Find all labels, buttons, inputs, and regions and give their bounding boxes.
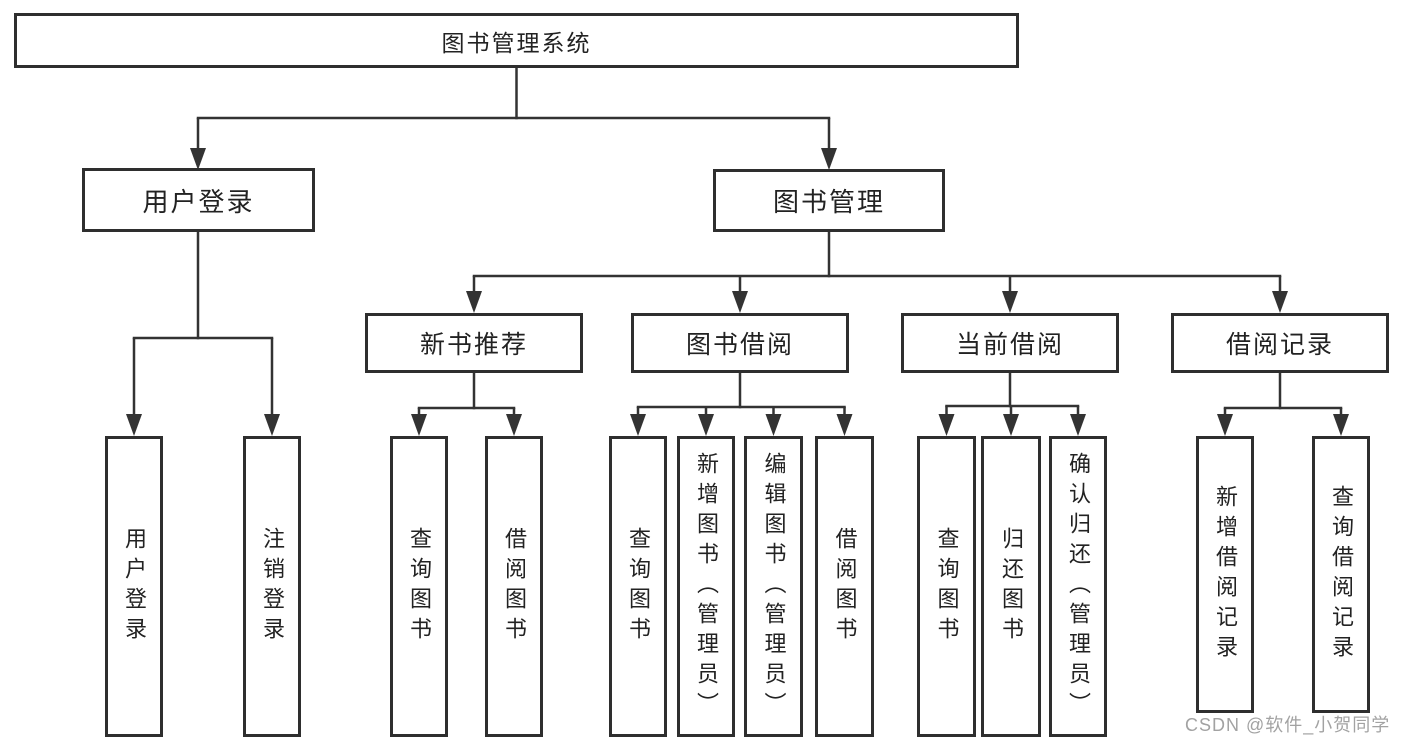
node-book-borrow: 图书借阅 <box>631 313 849 373</box>
node-current-borrow: 当前借阅 <box>901 313 1119 373</box>
leaf-confirm-return-admin: 确认归还（管理员） <box>1049 436 1107 737</box>
csdn-watermark: CSDN @软件_小贺同学 <box>1185 715 1391 735</box>
leaf-add-book-admin: 新增图书（管理员） <box>677 436 735 737</box>
leaf-query-books-current: 查询图书 <box>917 436 976 737</box>
node-book-management: 图书管理 <box>713 169 945 232</box>
leaf-return-books: 归还图书 <box>981 436 1041 737</box>
leaf-edit-book-admin: 编辑图书（管理员） <box>744 436 803 737</box>
node-user-login: 用户登录 <box>82 168 315 232</box>
node-new-book-recommend: 新书推荐 <box>365 313 583 373</box>
leaf-borrow-books-recommend: 借阅图书 <box>485 436 543 737</box>
leaf-query-books-recommend: 查询图书 <box>390 436 448 737</box>
node-borrow-records: 借阅记录 <box>1171 313 1389 373</box>
leaf-add-borrow-record: 新增借阅记录 <box>1196 436 1254 713</box>
node-root: 图书管理系统 <box>14 13 1019 68</box>
leaf-logout: 注销登录 <box>243 436 301 737</box>
leaf-user-login: 用户登录 <box>105 436 163 737</box>
leaf-query-books-borrow: 查询图书 <box>609 436 667 737</box>
leaf-query-borrow-record: 查询借阅记录 <box>1312 436 1370 713</box>
leaf-borrow-books: 借阅图书 <box>815 436 874 737</box>
